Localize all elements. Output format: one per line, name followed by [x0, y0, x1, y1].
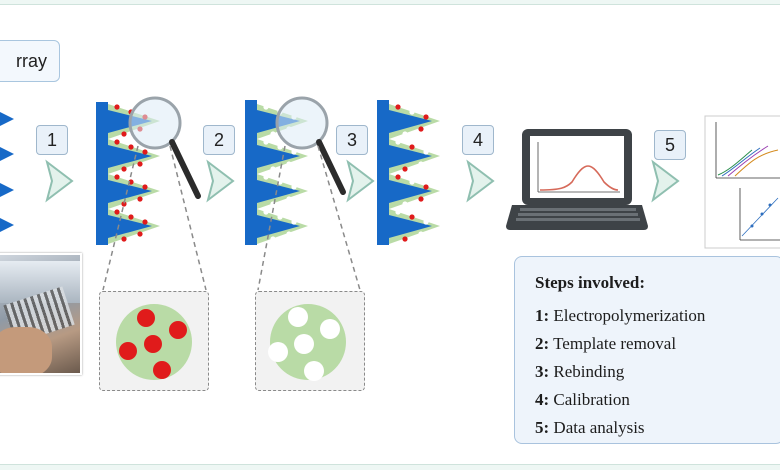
step-item: 5: Data analysis — [535, 414, 780, 442]
magnifier-icon — [275, 96, 346, 195]
array-label-box: rray — [0, 40, 60, 82]
template-particle — [116, 304, 192, 380]
step-item-number: 5: — [535, 418, 550, 437]
array-label-text: rray — [16, 50, 47, 71]
steps-panel: Steps involved: 1: Electropolymerization… — [514, 256, 780, 444]
bottom-border — [0, 464, 780, 470]
step-number-5: 5 — [654, 130, 686, 160]
step-item: 3: Rebinding — [535, 358, 780, 386]
top-border — [0, 0, 780, 5]
step-item-number: 2: — [535, 334, 550, 353]
data-analysis-thumbnail — [704, 115, 780, 249]
step-item-text: Calibration — [549, 390, 630, 409]
step-number-1: 1 — [36, 125, 68, 155]
step-number-3: 3 — [336, 125, 368, 155]
zoom-box-cavities — [255, 291, 365, 391]
step-number-4: 4 — [462, 125, 494, 155]
step-item: 2: Template removal — [535, 330, 780, 358]
zoom-box-template — [99, 291, 209, 391]
magnifier-icon — [128, 96, 201, 199]
step-number-2: 2 — [203, 125, 235, 155]
step-item-text: Electropolymerization — [549, 306, 706, 325]
step-item: 4: Calibration — [535, 386, 780, 414]
steps-title: Steps involved: — [535, 273, 646, 292]
step-item-text: Template removal — [549, 334, 677, 353]
electrode-polymerized — [96, 102, 160, 245]
step-item-number: 4: — [535, 390, 550, 409]
cavity-particle — [268, 304, 346, 381]
zoom-connectors — [102, 145, 361, 291]
left-electrode-array — [0, 112, 14, 232]
photo-hand — [0, 327, 52, 373]
step-item-text: Rebinding — [549, 362, 625, 381]
step-item-number: 1: — [535, 306, 550, 325]
laptop-icon — [506, 129, 648, 230]
step-item-number: 3: — [535, 362, 550, 381]
step-item-text: Data analysis — [549, 418, 645, 437]
step-item: 1: Electropolymerization — [535, 302, 780, 330]
chevron-right-icon — [45, 159, 680, 203]
electrode-array-photo — [0, 253, 82, 375]
electrode-rebinding — [377, 100, 440, 245]
